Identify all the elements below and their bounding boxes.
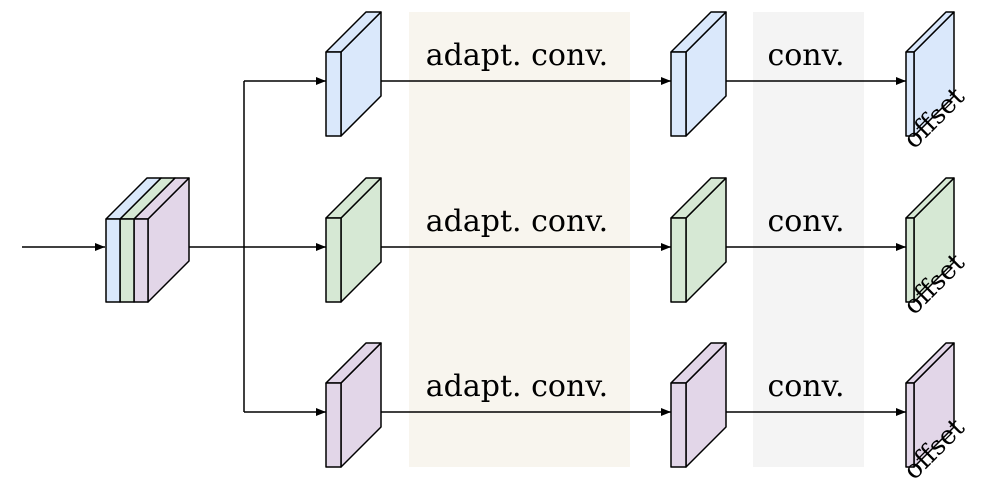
adapted-block-purple — [670, 342, 727, 468]
adapt-conv-label-purple: adapt. conv. — [426, 369, 608, 404]
feature-block-blue — [325, 11, 382, 137]
conv-band — [753, 12, 864, 467]
adapted-block-blue — [670, 11, 727, 137]
conv-label-blue: conv. — [767, 38, 844, 73]
split-connector — [189, 81, 245, 412]
adapted-block-green — [670, 177, 727, 303]
offset-map-green — [905, 177, 955, 303]
input-slice-green — [119, 177, 176, 303]
feature-block-green — [325, 177, 382, 303]
input-slice-blue — [105, 177, 162, 303]
input-feature-stack — [105, 177, 190, 303]
adapt-conv-label-blue: adapt. conv. — [426, 38, 608, 73]
offset-map-purple — [905, 342, 955, 468]
offset-map-blue — [905, 11, 955, 137]
adapt-conv-band — [409, 12, 630, 467]
conv-label-green: conv. — [767, 204, 844, 239]
conv-label-purple: conv. — [767, 369, 844, 404]
branch-purple: adapt. conv.conv.offset — [244, 342, 971, 486]
adapt-conv-label-green: adapt. conv. — [426, 204, 608, 239]
feature-block-purple — [325, 342, 382, 468]
